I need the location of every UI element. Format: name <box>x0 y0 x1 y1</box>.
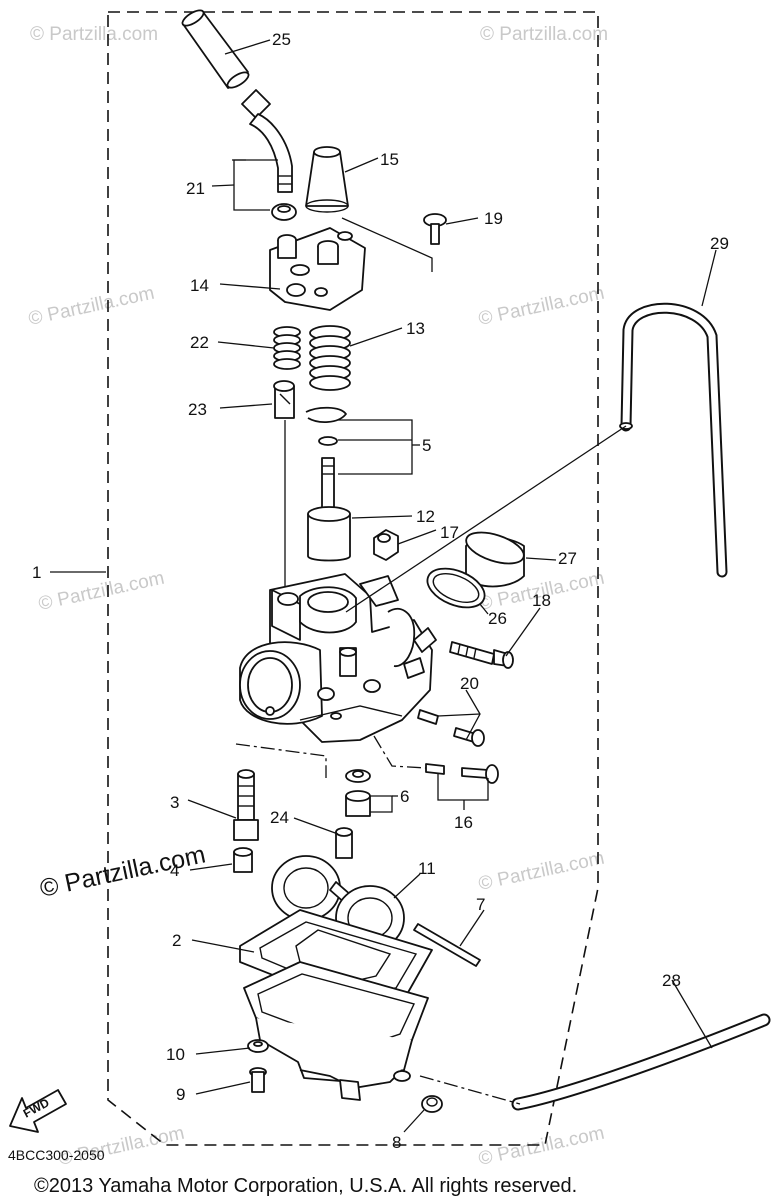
part-6-main-jet <box>345 769 371 817</box>
callout-22: 22 <box>190 333 209 352</box>
callout-9: 9 <box>176 1085 185 1104</box>
callout-14: 14 <box>190 276 209 295</box>
watermark: © Partzilla.com <box>37 568 167 615</box>
callout-24: 24 <box>270 808 289 827</box>
part-1-carburetor-body <box>239 573 437 743</box>
part-5-clips <box>305 406 347 446</box>
part-21-cable-adjuster <box>241 89 297 221</box>
part-25-cable-boot <box>181 9 250 89</box>
part-26-o-ring <box>426 567 486 609</box>
callout-29: 29 <box>710 234 729 253</box>
part-28-drain-hose <box>511 1013 771 1111</box>
callout-25: 25 <box>272 30 291 49</box>
callout-6: 6 <box>400 787 409 806</box>
part-4-pilot-jet <box>233 847 253 873</box>
part-17-cap <box>373 529 399 561</box>
watermark: © Partzilla.com <box>480 24 608 45</box>
watermark: © Partzilla.com <box>27 283 157 330</box>
watermark: © Partzilla.com <box>477 283 607 330</box>
part-8-drain-screw <box>421 1095 443 1113</box>
callout-8: 8 <box>392 1133 401 1152</box>
alignment-lines <box>235 425 627 1105</box>
callout-17: 17 <box>440 523 459 542</box>
callout-13: 13 <box>406 319 425 338</box>
diagram-code: 4BCC300-2050 <box>8 1147 105 1163</box>
callout-16: 16 <box>454 813 473 832</box>
copyright-notice: ©2013 Yamaha Motor Corporation, U.S.A. A… <box>34 1175 577 1197</box>
part-23-starter-plunger <box>273 380 295 590</box>
callout-7: 7 <box>476 895 485 914</box>
part-13-throttle-spring <box>309 325 351 391</box>
callout-18: 18 <box>532 591 551 610</box>
part-10-washer <box>247 1039 269 1053</box>
part-14-top-cover <box>269 227 366 311</box>
part-12-throttle-valve <box>307 457 351 562</box>
leader-lines <box>50 39 717 1133</box>
part-20-screw-spring <box>417 709 485 747</box>
callout-23: 23 <box>188 400 207 419</box>
part-3-needle-jet <box>233 769 259 841</box>
callout-12: 12 <box>416 507 435 526</box>
callout-27: 27 <box>558 549 577 568</box>
part-24-jet <box>335 827 353 859</box>
watermark: © Partzilla.com <box>30 24 158 45</box>
part-22-small-spring <box>273 326 301 370</box>
callout-5: 5 <box>422 436 431 455</box>
callout-15: 15 <box>380 150 399 169</box>
part-callouts: 25 15 21 19 29 14 13 22 23 5 12 17 27 1 … <box>32 30 729 1152</box>
callout-19: 19 <box>484 209 503 228</box>
part-9-screw <box>249 1067 267 1093</box>
callout-10: 10 <box>166 1045 185 1064</box>
callout-3: 3 <box>170 793 179 812</box>
float-bowl <box>243 961 429 1101</box>
callout-11: 11 <box>418 859 436 878</box>
callout-20: 20 <box>460 674 479 693</box>
assembly-boundary <box>107 11 599 1146</box>
callout-1: 1 <box>32 563 41 582</box>
watermark-main: © Partzilla.com <box>37 840 208 902</box>
watermark: © Partzilla.com <box>477 848 607 895</box>
watermark: © Partzilla.com <box>477 1123 607 1170</box>
callout-4: 4 <box>170 861 179 880</box>
fwd-arrow-icon: FWD <box>9 1089 67 1133</box>
part-18-screw <box>449 641 514 669</box>
part-7-float-pin <box>413 923 481 967</box>
callout-26: 26 <box>488 609 507 628</box>
part-29-vent-hose <box>619 302 728 578</box>
part-27-joint <box>465 531 525 588</box>
part-16-screw-spring <box>425 763 499 784</box>
part-19-screw <box>341 213 447 272</box>
part-15-cap <box>305 146 349 213</box>
callout-21: 21 <box>186 179 205 198</box>
callout-28: 28 <box>662 971 681 990</box>
callout-2: 2 <box>172 931 181 950</box>
